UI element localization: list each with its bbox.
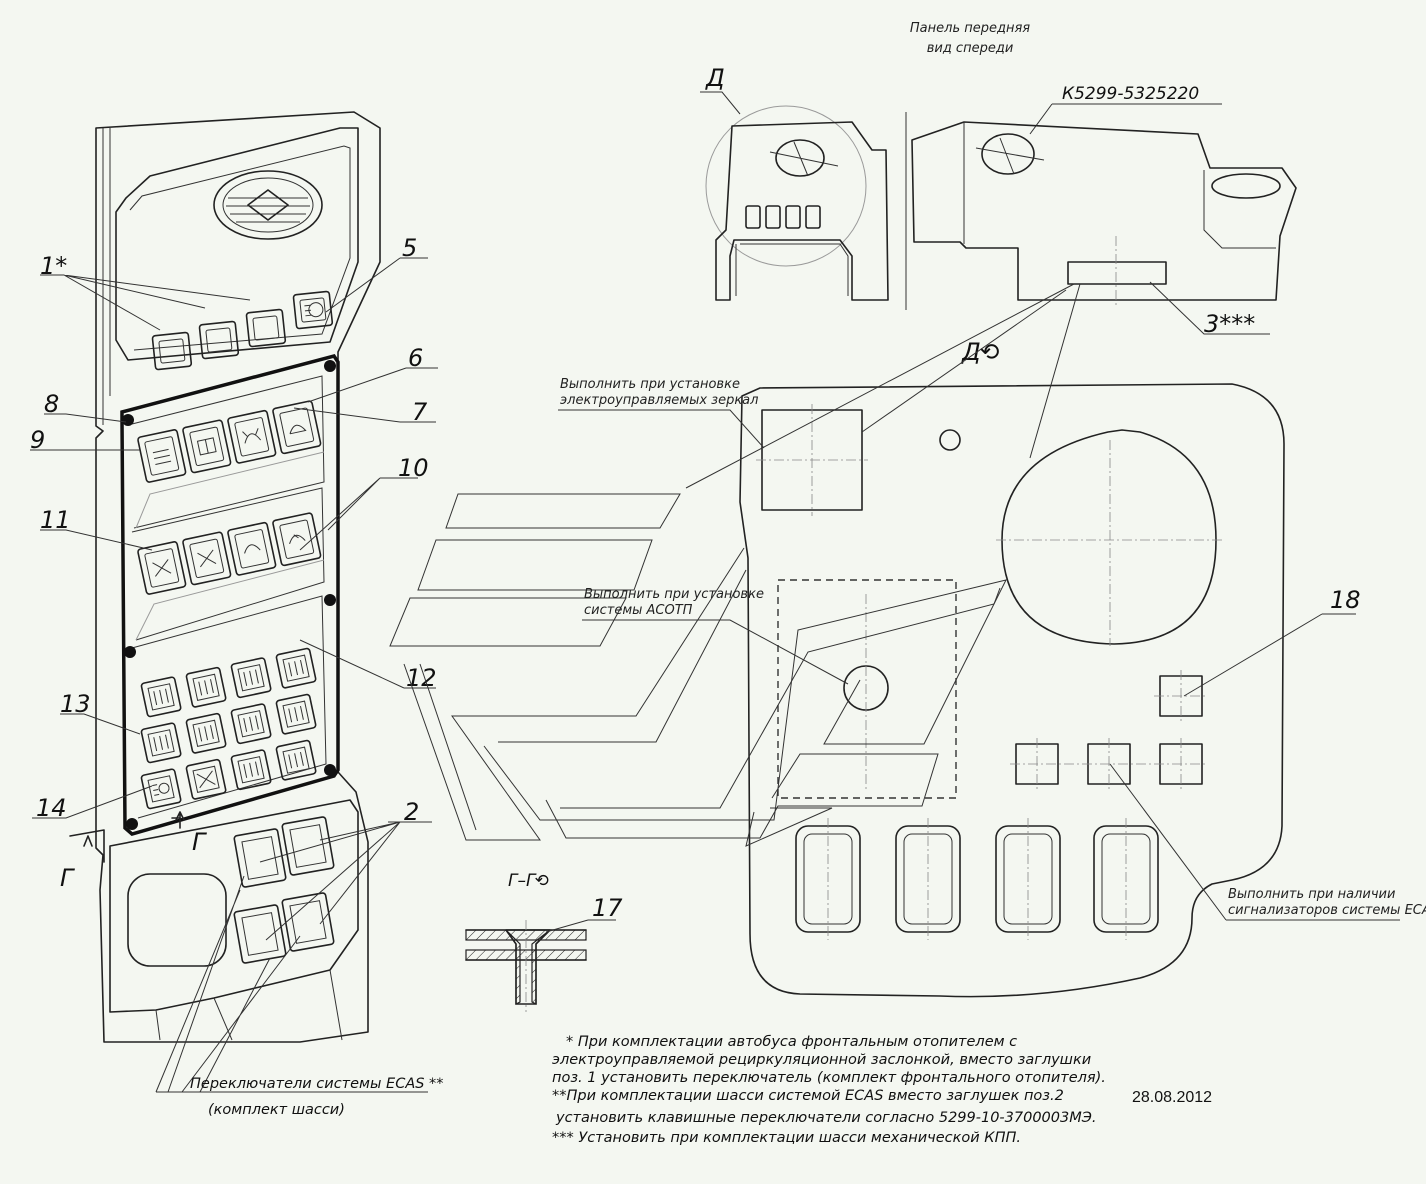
note-line-5: установить клавишные переключатели согла… bbox=[555, 1110, 1096, 1126]
switch-grid bbox=[140, 647, 317, 810]
note-line-2: электроуправляемой рециркуляционной засл… bbox=[552, 1052, 1091, 1068]
callout-14: 14 bbox=[36, 794, 67, 822]
projection-lines bbox=[389, 283, 1081, 847]
ecas-signal-note-line2: сигнализаторов системы ECAS bbox=[1228, 903, 1426, 918]
view-d-label: Д bbox=[705, 64, 725, 92]
callout-5: 5 bbox=[402, 234, 417, 262]
vent-emblem bbox=[213, 170, 323, 240]
callout-6: 6 bbox=[408, 344, 423, 372]
switch-plate bbox=[120, 353, 340, 836]
callout-2: 2 bbox=[404, 798, 419, 826]
chassis-kit-label: (комплект шасси) bbox=[208, 1102, 345, 1118]
cut-label-g-right: Г bbox=[192, 828, 207, 856]
title-line1: Панель передняя bbox=[910, 21, 1030, 36]
note-line-3: поз. 1 установить переключатель (комплек… bbox=[552, 1070, 1106, 1086]
panel-outline bbox=[95, 111, 381, 1043]
plate-border bbox=[120, 353, 340, 836]
callout-17: 17 bbox=[592, 894, 623, 922]
screw-dot bbox=[122, 414, 134, 426]
callout-13: 13 bbox=[60, 690, 91, 718]
dial-circle bbox=[1001, 429, 1217, 645]
callout-9: 9 bbox=[30, 426, 45, 454]
callout-8: 8 bbox=[44, 390, 59, 418]
ecas-signal-note-line1: Выполнить при наличии bbox=[1228, 887, 1395, 902]
callout-11: 11 bbox=[40, 506, 71, 534]
asotp-note-line1: Выполнить при установке bbox=[584, 587, 764, 602]
callout-3: 3*** bbox=[1204, 310, 1255, 338]
section-gg-label: Г–Г⟲ bbox=[508, 871, 550, 891]
upper-cover bbox=[115, 127, 359, 361]
leader-lines bbox=[30, 257, 438, 1093]
lower-section bbox=[109, 799, 359, 1041]
plug-3 bbox=[1067, 261, 1167, 285]
switch-key-5 bbox=[292, 290, 334, 330]
asotp-dashed-area bbox=[777, 579, 957, 799]
callout-1: 1* bbox=[40, 252, 67, 280]
left-switch-panel bbox=[69, 111, 381, 1043]
callout-10: 10 bbox=[398, 454, 429, 482]
view-d-rot-label: Д⟲ bbox=[961, 338, 1001, 366]
title-line2: вид спереди bbox=[927, 41, 1014, 56]
mirrors-note-line2: электроуправляемых зеркал bbox=[560, 393, 758, 408]
screw-dot bbox=[126, 818, 138, 830]
mirrors-note-line1: Выполнить при установке bbox=[560, 377, 740, 392]
plug-key-3 bbox=[245, 308, 287, 348]
cut-label-g-left: Г bbox=[60, 864, 75, 892]
plug-key-1 bbox=[151, 331, 193, 371]
plug-key-2 bbox=[198, 320, 240, 360]
switch-group-row2 bbox=[137, 512, 322, 595]
part-number: К5299-5325220 bbox=[1062, 84, 1199, 104]
upper-keys bbox=[151, 290, 334, 371]
note-line-1: * При комплектации автобуса фронтальным … bbox=[566, 1034, 1017, 1050]
small-keys-d bbox=[745, 205, 821, 229]
notes-block: * При комплектации автобуса фронтальным … bbox=[552, 1034, 1106, 1146]
screw-dot bbox=[124, 646, 136, 658]
screw-dot bbox=[324, 764, 336, 776]
asotp-note-line2: системы АСОТП bbox=[584, 603, 693, 618]
callout-18: 18 bbox=[1330, 586, 1361, 614]
ecas-switches-label: Переключатели системы ECAS ** bbox=[190, 1076, 444, 1092]
section-gg: Г–Г⟲ 17 bbox=[465, 871, 623, 1012]
callout-7: 7 bbox=[412, 398, 428, 426]
note-line-6: *** Установить при комплектации шасси ме… bbox=[552, 1130, 1021, 1146]
view-d-outline bbox=[739, 383, 1285, 998]
ecas-switch-plugs bbox=[233, 816, 335, 964]
drawing-date: 28.08.2012 bbox=[1132, 1089, 1212, 1106]
front-view: Панель передняя вид спереди Д К5299-5325… bbox=[700, 21, 1297, 338]
view-d-detail: Д⟲ bbox=[739, 338, 1285, 998]
screw-dot bbox=[324, 594, 336, 606]
switch-group-row1 bbox=[137, 400, 322, 483]
note-line-4: **При комплектации шасси системой ECAS в… bbox=[552, 1088, 1064, 1104]
cutout-window bbox=[127, 873, 227, 967]
detail-circle-d bbox=[705, 105, 867, 267]
screw-dot bbox=[324, 360, 336, 372]
